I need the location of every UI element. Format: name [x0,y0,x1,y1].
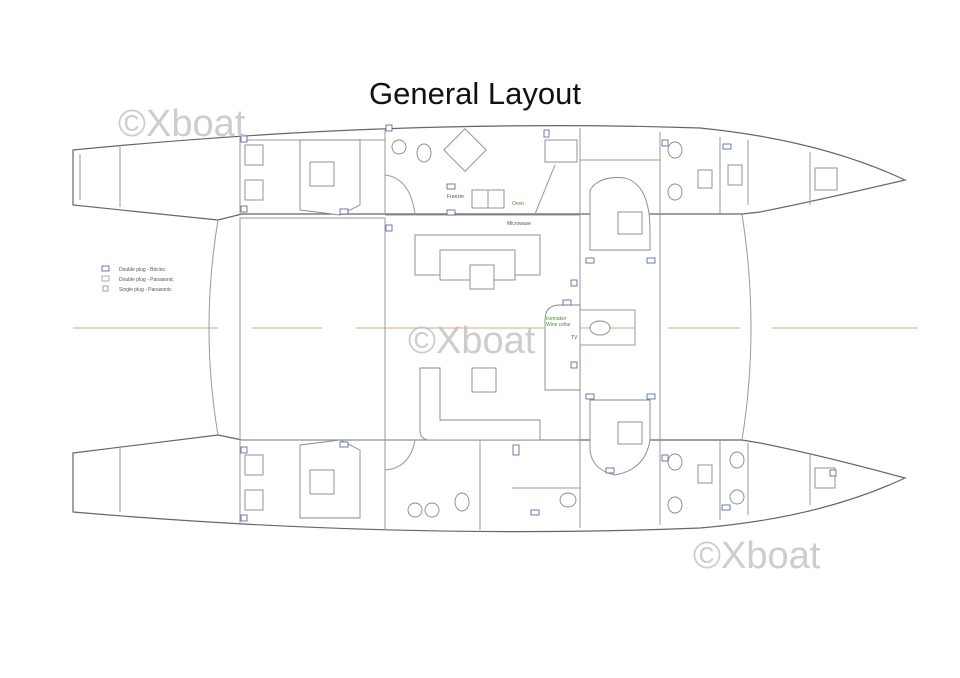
legend-item-label: Double plug - Panasonic [119,277,174,283]
legend: Double plug - Bticino Double plug - Pana… [101,265,174,293]
page-title: General Layout [369,76,581,111]
tv-label: TV [571,335,578,341]
oven-label: Oven [512,201,524,207]
legend-item-label: Double plug - Bticino [119,267,165,273]
wine-cellar-label: Wine cellar [546,322,571,328]
microwave-label: Microwave [507,221,531,227]
legend-item-label: Single plug - Panasonic [119,287,172,293]
freezer-label: Freezer [447,194,465,200]
watermark: ©Xboat [408,320,536,362]
bridge-deck [208,213,752,441]
starboard-hull [72,390,907,533]
port-hull [72,125,907,270]
electrical-plugs [240,124,837,522]
watermark: ©Xboat [118,103,246,145]
watermark: ©Xboat [693,535,821,577]
icemaker-label: Icemaker [546,316,567,322]
